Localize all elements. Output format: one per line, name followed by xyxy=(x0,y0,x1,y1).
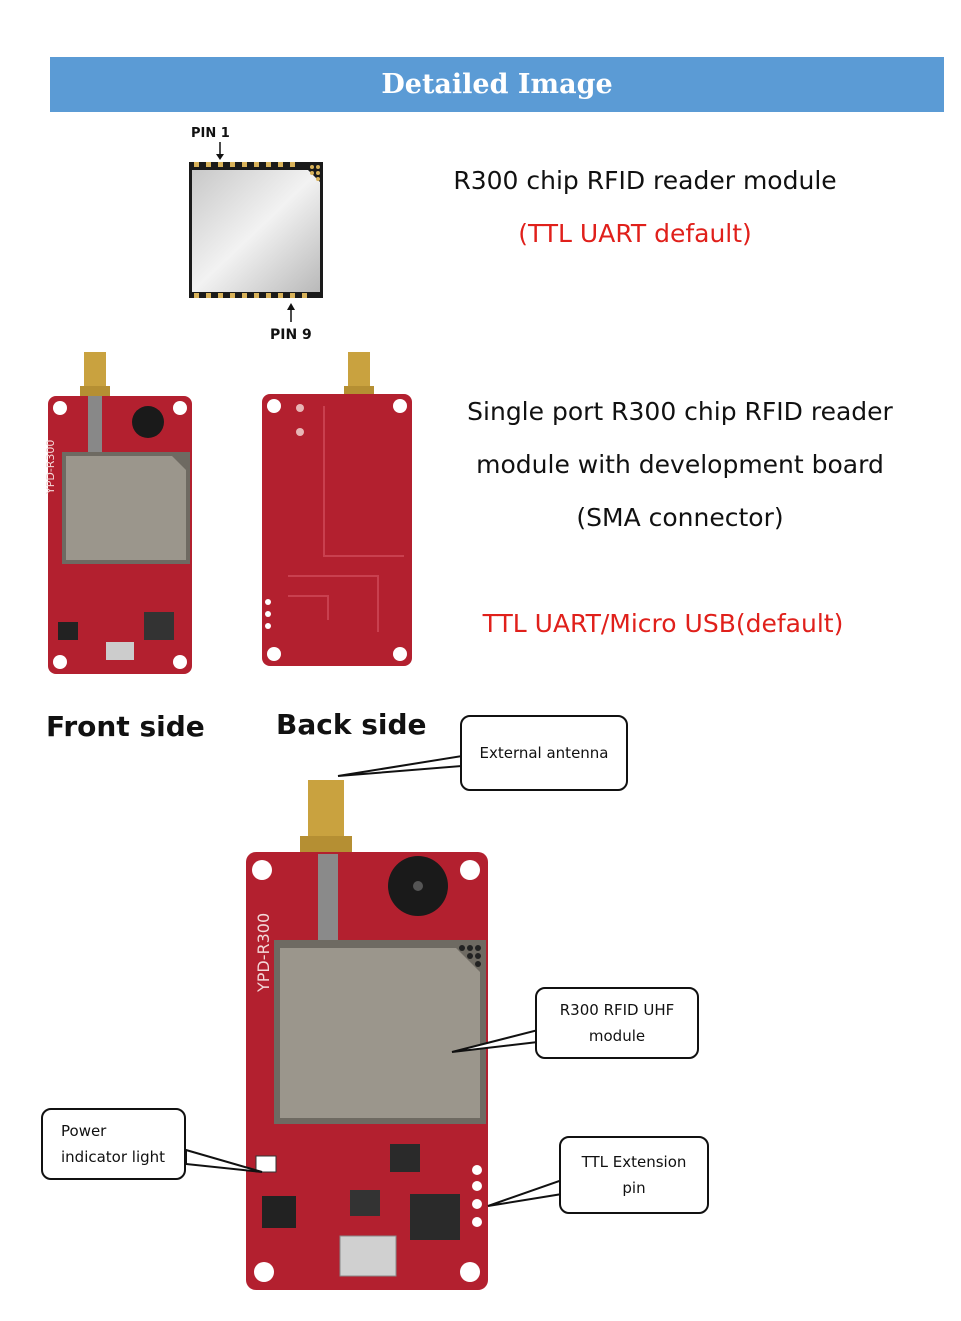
dev-board-description-line2: module with development board xyxy=(476,450,884,479)
section-banner: Detailed Image xyxy=(50,57,944,112)
r300-chip-image xyxy=(189,142,323,322)
back-board-image xyxy=(262,352,412,666)
chip-module-interface: (TTL UART default) xyxy=(518,219,752,248)
pin9-label: PIN 9 xyxy=(270,327,312,343)
front-board-image xyxy=(48,352,192,674)
callout-ttl-extension: TTL Extension pin xyxy=(559,1136,709,1214)
dev-board-description-line1: Single port R300 chip RFID reader xyxy=(467,397,893,426)
dev-board-interface: TTL UART/Micro USB(default) xyxy=(482,609,844,638)
callout-ttl-line2: pin xyxy=(622,1179,646,1197)
callout-rfid-module: R300 RFID UHF module xyxy=(535,987,699,1059)
back-side-label: Back side xyxy=(276,708,427,741)
annotated-board-silkscreen: YPD-R300 xyxy=(254,912,273,992)
dev-board-description-line3: (SMA connector) xyxy=(576,503,784,532)
callout-rfid-module-line1: R300 RFID UHF xyxy=(559,1001,675,1019)
callout-power-indicator: Power indicator light xyxy=(41,1108,186,1180)
callout-power-line2: indicator light xyxy=(61,1148,166,1166)
callout-external-antenna: External antenna xyxy=(460,715,628,791)
callout-power-line1: Power xyxy=(61,1122,107,1140)
front-side-label: Front side xyxy=(46,710,205,743)
pin1-label: PIN 1 xyxy=(191,126,230,141)
callout-external-antenna-text: External antenna xyxy=(479,744,609,762)
callout-rfid-module-line2: module xyxy=(588,1027,646,1045)
chip-module-description: R300 chip RFID reader module xyxy=(453,166,837,195)
callout-ttl-line1: TTL Extension xyxy=(581,1153,687,1171)
